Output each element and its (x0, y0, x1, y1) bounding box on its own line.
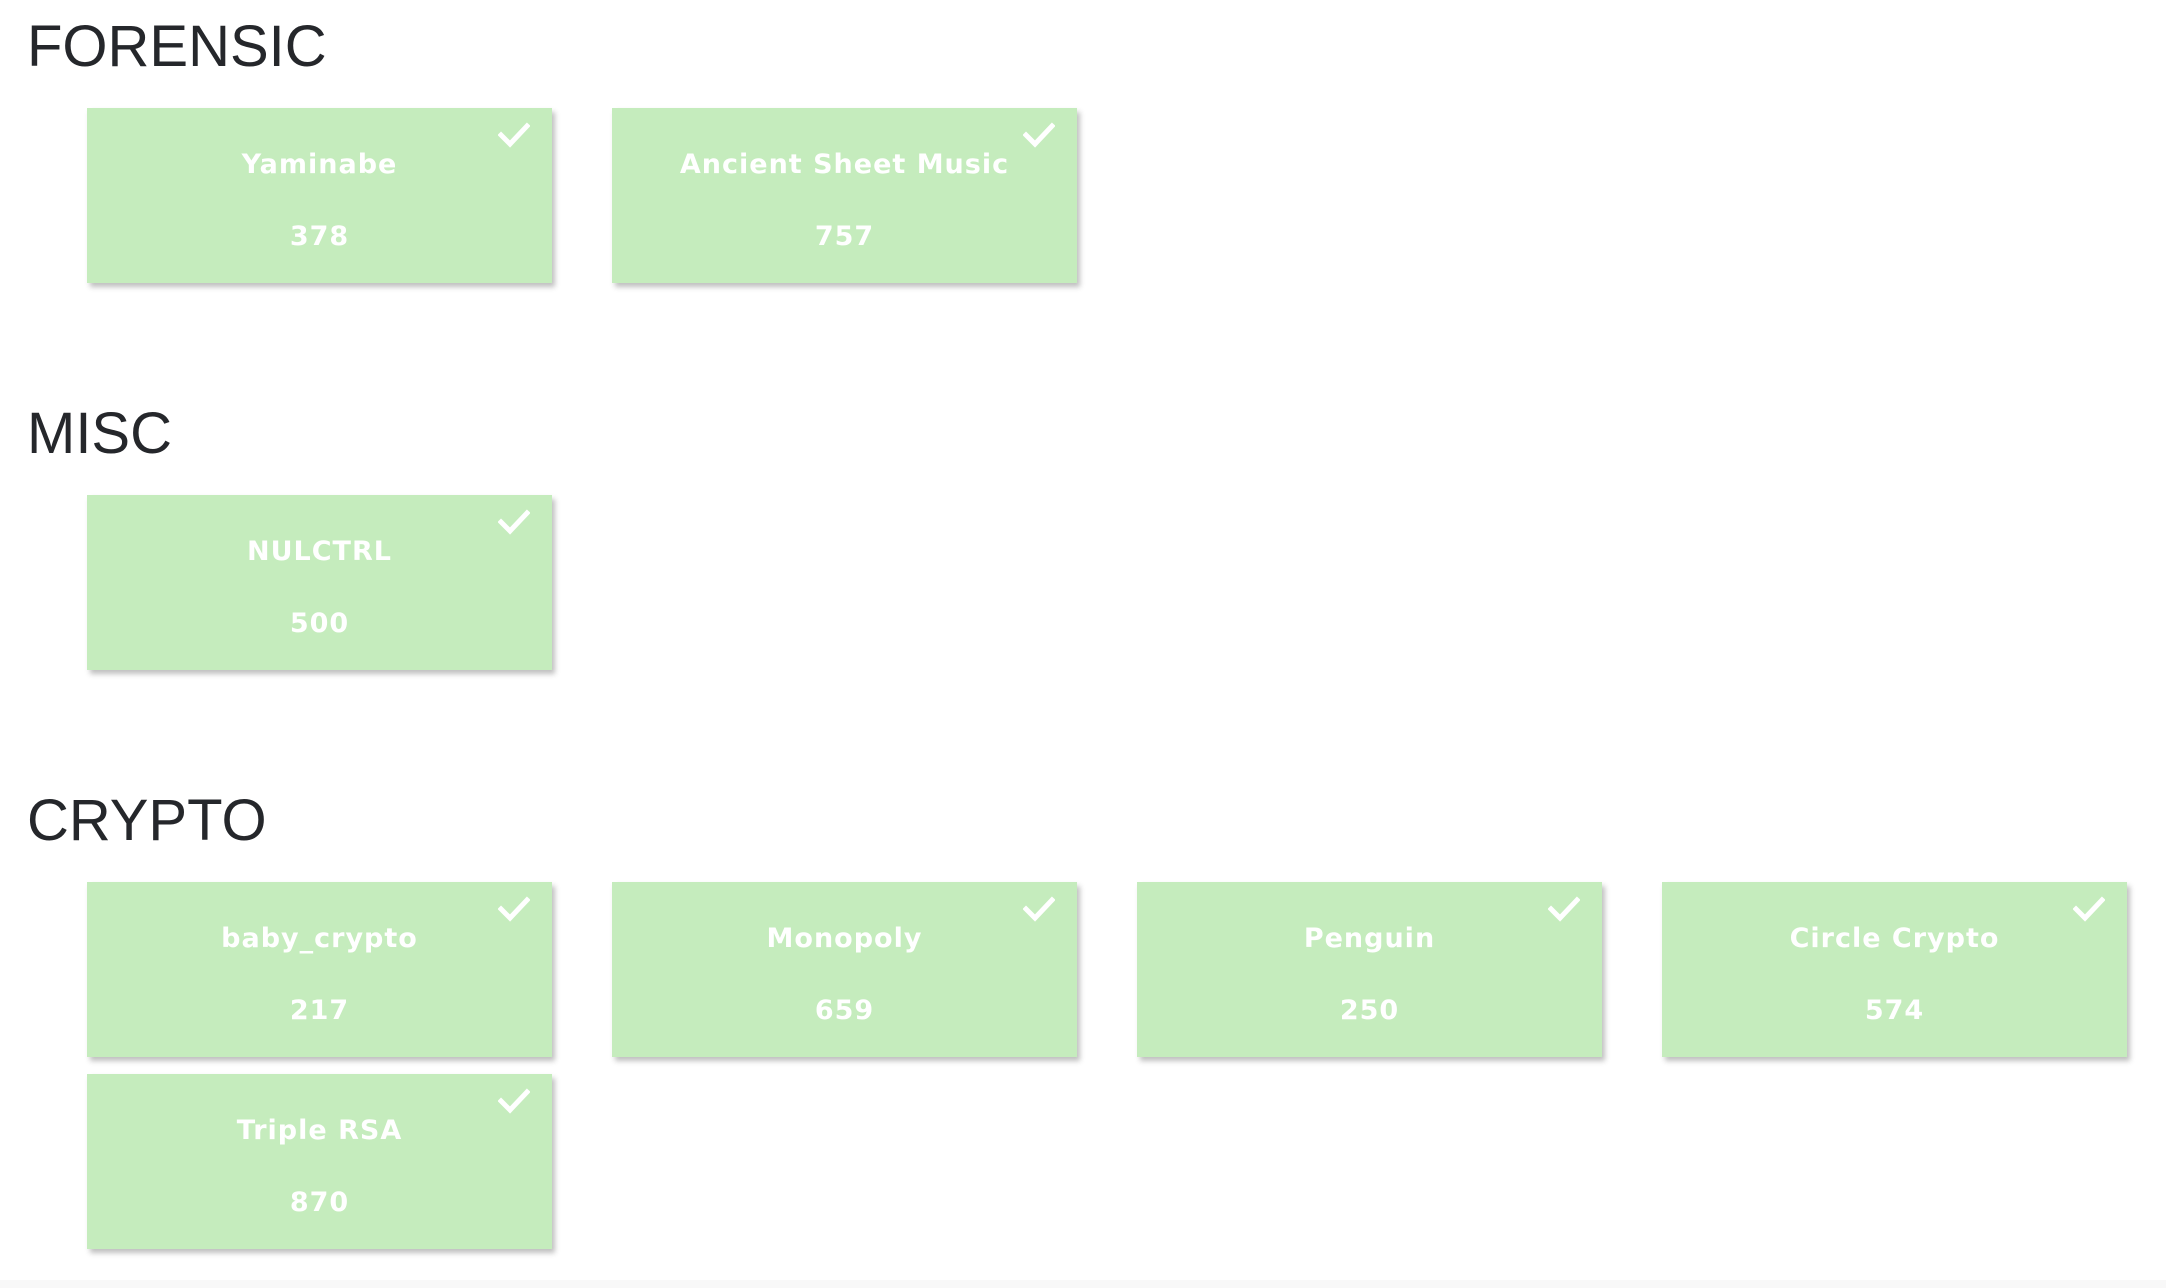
check-icon (498, 122, 530, 148)
challenge-points: 574 (1864, 995, 1925, 1026)
challenge-card-triple-rsa[interactable]: Triple RSA 870 (87, 1074, 552, 1249)
challenge-card-ancient-sheet-music[interactable]: Ancient Sheet Music 757 (612, 108, 1077, 283)
check-icon (498, 509, 530, 535)
challenge-name: baby_crypto (221, 923, 418, 954)
challenge-name: Yaminabe (241, 149, 398, 180)
check-icon (498, 896, 530, 922)
category-title: FORENSIC (27, 14, 327, 79)
challenge-points: 378 (289, 221, 350, 252)
check-icon (1023, 896, 1055, 922)
page-footer-divider (0, 1280, 2166, 1288)
challenge-points: 757 (814, 221, 875, 252)
check-icon (1023, 122, 1055, 148)
category-title: MISC (27, 401, 172, 466)
challenge-points: 500 (289, 608, 350, 639)
challenge-points: 659 (814, 995, 875, 1026)
challenge-name: Triple RSA (236, 1115, 403, 1146)
category-crypto: CRYPTO baby_crypto 217 Monopoly 659 Peng… (0, 786, 2166, 1266)
challenge-card-yaminabe[interactable]: Yaminabe 378 (87, 108, 552, 283)
challenge-card-circle-crypto[interactable]: Circle Crypto 574 (1662, 882, 2127, 1057)
challenge-card-nulctrl[interactable]: NULCTRL 500 (87, 495, 552, 670)
category-misc: MISC NULCTRL 500 (0, 399, 2166, 679)
challenge-points: 870 (289, 1187, 350, 1218)
challenge-card-penguin[interactable]: Penguin 250 (1137, 882, 1602, 1057)
challenge-name: Circle Crypto (1789, 923, 2000, 954)
challenge-name: NULCTRL (247, 536, 392, 567)
category-forensic: FORENSIC Yaminabe 378 Ancient Sheet Musi… (0, 12, 2166, 292)
challenge-card-baby-crypto[interactable]: baby_crypto 217 (87, 882, 552, 1057)
check-icon (498, 1088, 530, 1114)
challenge-points: 217 (289, 995, 350, 1026)
challenge-card-monopoly[interactable]: Monopoly 659 (612, 882, 1077, 1057)
challenge-points: 250 (1339, 995, 1400, 1026)
check-icon (1548, 896, 1580, 922)
check-icon (2073, 896, 2105, 922)
challenge-name: Monopoly (766, 923, 923, 954)
challenge-name: Ancient Sheet Music (679, 149, 1010, 180)
challenge-name: Penguin (1303, 923, 1436, 954)
category-title: CRYPTO (27, 788, 267, 853)
